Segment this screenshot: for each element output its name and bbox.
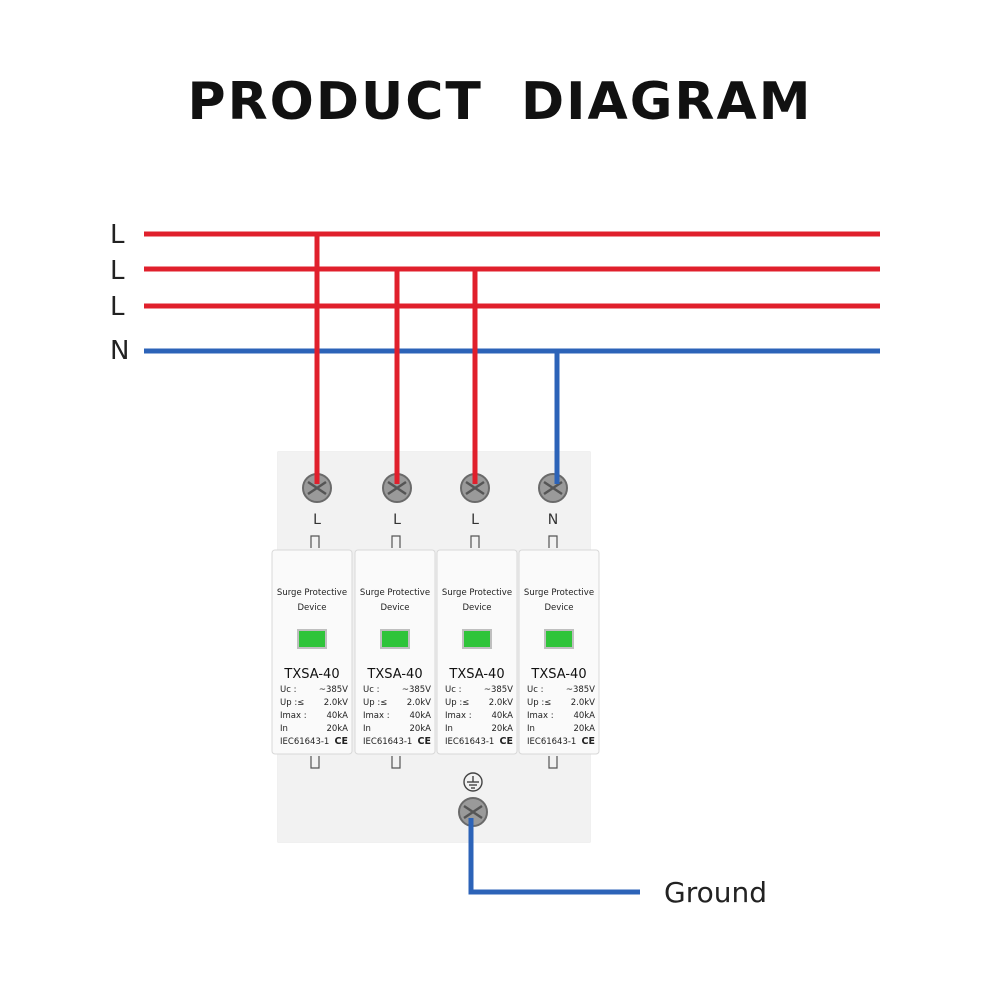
spec-row: Up :≤2.0kV [527, 698, 595, 708]
screw-terminal-icon [302, 473, 332, 503]
spec-row: Uc :~385V [445, 685, 513, 695]
line-label-l3: L [110, 292, 125, 322]
module-name: Surge Protective [523, 588, 595, 598]
ce-mark: CE [334, 736, 348, 747]
module-model: TXSA-40 [367, 667, 423, 682]
module-outline-2 [354, 549, 436, 755]
module-name-2: Device [544, 603, 574, 613]
spec-row: Uc :~385V [527, 685, 595, 695]
terminal-label-3: L [471, 512, 479, 528]
module-slots [310, 535, 558, 769]
screw-terminal-icon [538, 473, 568, 503]
spd-module-4: Surge Protective Device TXSA-40 Uc :~385… [519, 552, 599, 752]
terminal-label-2: L [393, 512, 401, 528]
screw-terminal-icon [382, 473, 412, 503]
spec-row: Imax :40kA [280, 711, 348, 721]
module-standard: IEC61643-1 [445, 737, 495, 747]
spec-row: Imax :40kA [445, 711, 513, 721]
module-standard: IEC61643-1 [363, 737, 413, 747]
terminal-label-1: L [313, 512, 321, 528]
status-indicator [462, 629, 492, 649]
module-name-2: Device [380, 603, 410, 613]
spd-module-3: Surge Protective Device TXSA-40 Uc :~385… [437, 552, 517, 752]
module-model: TXSA-40 [531, 667, 587, 682]
module-outline-4 [518, 549, 600, 755]
module-model: TXSA-40 [449, 667, 505, 682]
diagram-title: PRODUCT DIAGRAM [187, 72, 813, 132]
status-indicator [380, 629, 410, 649]
spd-module-2: Surge Protective Device TXSA-40 Uc :~385… [355, 552, 435, 752]
line-label-n: N [110, 336, 130, 366]
ce-mark: CE [499, 736, 513, 747]
spec-row: Up :≤2.0kV [280, 698, 348, 708]
module-outline-1 [271, 549, 353, 755]
line-label-l1: L [110, 220, 125, 250]
spd-bottom-section [278, 752, 590, 842]
module-outline-3 [436, 549, 518, 755]
ground-symbol-icon [463, 772, 483, 792]
ground-label: Ground [664, 876, 767, 909]
terminal-label-4: N [547, 512, 559, 528]
status-indicator [297, 629, 327, 649]
spec-row: Uc :~385V [363, 685, 431, 695]
module-standard: IEC61643-1 [280, 737, 330, 747]
status-indicator [544, 629, 574, 649]
ground-wire [468, 818, 640, 895]
spec-row: Uc :~385V [280, 685, 348, 695]
ce-mark: CE [581, 736, 595, 747]
module-standard: IEC61643-1 [527, 737, 577, 747]
line-label-l2: L [110, 256, 125, 286]
module-model: TXSA-40 [284, 667, 340, 682]
spd-top-section [278, 452, 590, 550]
module-name-2: Device [297, 603, 327, 613]
module-name-2: Device [462, 603, 492, 613]
spec-row: Imax :40kA [363, 711, 431, 721]
module-name: Surge Protective [441, 588, 513, 598]
spd-module-1: Surge Protective Device TXSA-40 Uc :~385… [272, 552, 352, 752]
ce-mark: CE [417, 736, 431, 747]
spec-row: Up :≤2.0kV [445, 698, 513, 708]
spec-row: Up :≤2.0kV [363, 698, 431, 708]
spec-row: Imax :40kA [527, 711, 595, 721]
module-name: Surge Protective [359, 588, 431, 598]
module-name: Surge Protective [276, 588, 348, 598]
